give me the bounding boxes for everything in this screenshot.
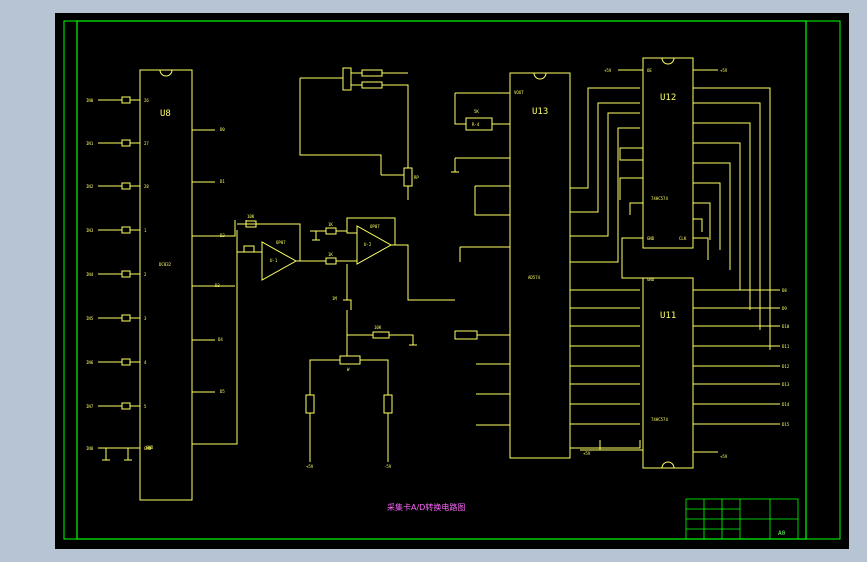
u8-out-label: D4 <box>218 337 223 342</box>
u8-out-label: D1 <box>220 179 225 184</box>
u8-input-lines <box>98 96 140 461</box>
u8-name: U8 <box>160 109 171 119</box>
supply-label: -5V <box>384 464 392 469</box>
resistor-label: 10K <box>374 325 382 330</box>
u12-oe-label: OE <box>647 68 652 73</box>
u11-gnd-label: GND <box>647 277 655 282</box>
resistor-label: W <box>347 367 350 372</box>
input-label: IN2 <box>86 184 94 189</box>
opamp-u1-part: OP07 <box>276 240 286 245</box>
bus-label: D8 <box>782 288 787 293</box>
opamp-u2-part: OP07 <box>370 224 380 229</box>
input-label: IN1 <box>86 141 94 146</box>
u11-name: U11 <box>660 311 676 321</box>
input-label: IN5 <box>86 316 94 321</box>
u8-pin-label: GND <box>144 446 152 451</box>
u13-chip <box>509 72 571 459</box>
resistor-label: 1K <box>328 252 333 257</box>
bus-label: D13 <box>782 382 790 387</box>
input-label: IN0 <box>86 98 94 103</box>
supply-label: +5V <box>306 464 314 469</box>
u11-part-label: 74HC574 <box>651 417 668 422</box>
u12-name: U12 <box>660 93 676 103</box>
u8-pin-label: 1 <box>144 228 147 233</box>
bus-label: D10 <box>782 324 790 329</box>
u12-clk-label: CLK <box>679 236 687 241</box>
bus-label: D14 <box>782 402 790 407</box>
u8-pin-label: 3 <box>144 316 147 321</box>
title-block <box>685 498 799 540</box>
bus-label: D11 <box>782 344 790 349</box>
opamp-u2-label: U-2 <box>364 242 372 247</box>
u8-out-label: D2 <box>220 233 225 238</box>
u8-pin-label: 28 <box>144 184 149 189</box>
u8-chip <box>139 69 193 501</box>
input-label: IN4 <box>86 272 94 277</box>
resistor-label: 10K <box>247 214 255 219</box>
u8-pin-label: 27 <box>144 141 149 146</box>
u13-pin-label: VOUT <box>514 90 524 95</box>
opamp-u1 <box>261 241 298 281</box>
opamp-u1-label: U-1 <box>270 258 278 263</box>
resistor-label: 1K <box>328 222 333 227</box>
bus-label: D15 <box>782 422 790 427</box>
u12-chip <box>642 57 694 249</box>
input-label: IN8 <box>86 446 94 451</box>
u8-pin-label: 5 <box>144 404 147 409</box>
u11-vcc-label: +5V <box>720 454 728 459</box>
input-label: IN7 <box>86 404 94 409</box>
u8-out-label: D5 <box>220 389 225 394</box>
input-label: IN6 <box>86 360 94 365</box>
bus-label: D9 <box>782 306 787 311</box>
bus-label: D12 <box>782 364 790 369</box>
u12-vcc-label: +5V <box>720 68 728 73</box>
resistor-label: 5K <box>474 109 479 114</box>
u8-out-label: D3 <box>215 283 220 288</box>
u8-out-label: D0 <box>220 127 225 132</box>
u13-name: U13 <box>532 107 548 117</box>
u13-part-label: AD574 <box>528 275 541 280</box>
u11-chip <box>642 277 694 469</box>
wiring <box>98 57 780 501</box>
inner-frame <box>76 20 807 540</box>
title-block-mark: A0 <box>778 530 786 537</box>
u12-part-label: 74HC574 <box>651 196 668 201</box>
u8-part-label: DC832 <box>159 262 172 267</box>
resistor-label: RP <box>414 175 419 180</box>
input-label: IN3 <box>86 228 94 233</box>
resistor-label: 1M <box>332 296 337 301</box>
u11-vcc-label: +5V <box>583 451 591 456</box>
u12-vcc-label: +5V <box>604 68 612 73</box>
opamp-u2 <box>356 225 393 265</box>
u8-gnd-label: GND <box>146 445 154 450</box>
resistor-label: R-4 <box>472 122 480 127</box>
u12-gnd-label: GND <box>647 236 655 241</box>
sheet-background <box>55 13 849 549</box>
u8-pin-label: 26 <box>144 98 149 103</box>
u8-pin-label: 2 <box>144 272 147 277</box>
u8-pin-label: 4 <box>144 360 147 365</box>
drawing-title: 采集卡A/D转换电路图 <box>387 502 465 512</box>
